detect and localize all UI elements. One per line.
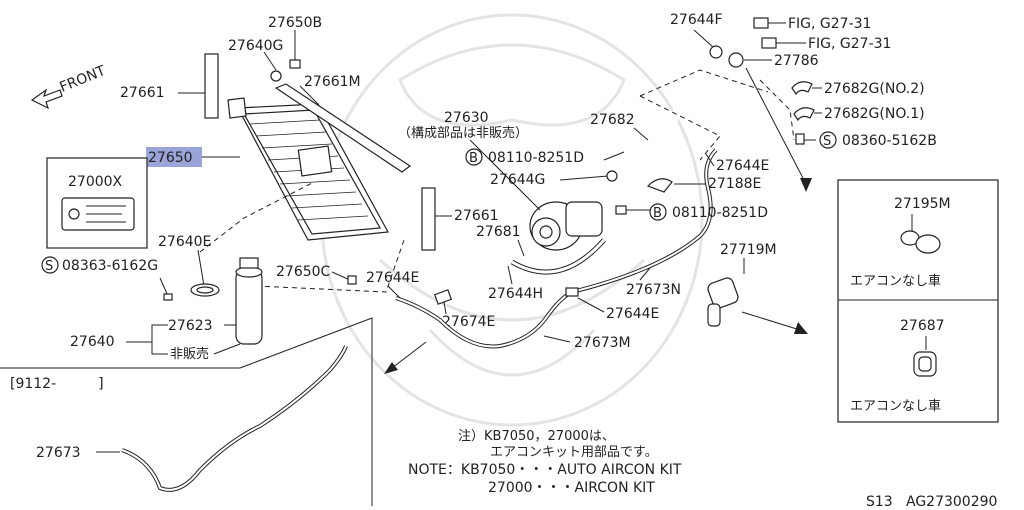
- arrow-icon-down-right: [745, 67, 812, 192]
- suction-hose-27681[interactable]: [510, 238, 606, 275]
- note-en-line2: 27000・・・AIRCON KIT: [488, 480, 655, 496]
- pipe-27673[interactable]: [121, 345, 348, 492]
- b-mark-bottom: B: [653, 206, 662, 221]
- pipe-27673n[interactable]: [571, 148, 718, 294]
- seal-strip-27661-mid[interactable]: [421, 187, 436, 251]
- callout-27719m: 27719M: [720, 242, 777, 258]
- callout-27000x: 27000X: [68, 174, 123, 190]
- callout-fig-2: FIG, G27-31: [808, 36, 891, 52]
- grommet-27687[interactable]: [913, 351, 937, 377]
- callout-08360-5162b: 08360-5162B: [842, 133, 937, 149]
- note-jp-line2: エアコンキット用部品です。: [490, 445, 658, 460]
- bolt-27650b[interactable]: [289, 30, 301, 69]
- callout-27661m: 27661M: [304, 74, 361, 90]
- footer-section: S13: [866, 494, 893, 510]
- callout-27673n: 27673N: [626, 282, 681, 298]
- b-mark-icon-top: [465, 148, 483, 166]
- fitting-fig2[interactable]: [761, 37, 777, 49]
- front-arrow-icon: [30, 88, 63, 110]
- fitting-fig1[interactable]: [753, 17, 769, 29]
- callout-27682g-no1: 27682G(NO.1): [824, 106, 925, 122]
- arrow-icon-down-left: [384, 341, 427, 374]
- bracket-27682g-no1[interactable]: [793, 107, 815, 122]
- bracket-27640e[interactable]: [190, 283, 220, 297]
- callout-27188e: 27188E: [708, 176, 761, 192]
- oring-27644g[interactable]: [606, 170, 618, 182]
- callout-27644e-low: 27644E: [606, 306, 659, 322]
- pipe-27673m[interactable]: [395, 290, 573, 349]
- callout-27650b: 27650B: [268, 15, 322, 31]
- inset-panel: [837, 179, 999, 423]
- front-label: FRONT: [58, 63, 109, 96]
- b-mark-top: B: [469, 151, 478, 166]
- callout-27661-top: 27661: [120, 85, 165, 101]
- callout-27682g-no2: 27682G(NO.2): [824, 81, 925, 97]
- callout-27650c: 27650C: [276, 264, 331, 280]
- callout-27786: 27786: [774, 53, 819, 69]
- callout-27673m: 27673M: [574, 335, 631, 351]
- callout-27195m: 27195M: [894, 196, 951, 212]
- cap-27195m[interactable]: [900, 230, 941, 254]
- callout-08110-bottom: 08110-8251D: [672, 205, 768, 221]
- nut-27640g[interactable]: [263, 51, 282, 82]
- bracket-27682g-no2[interactable]: [791, 81, 813, 96]
- bolt-08110-bottom[interactable]: [615, 205, 627, 215]
- valve-27786[interactable]: [728, 52, 744, 68]
- label-hihanbai: 非販売: [170, 346, 209, 362]
- clip-27674e[interactable]: [433, 289, 453, 305]
- callout-27623: 27623: [168, 318, 213, 334]
- oring-27644f[interactable]: [709, 45, 723, 59]
- seal-strip-27661-left[interactable]: [204, 53, 219, 119]
- callout-27644g: 27644G: [490, 172, 545, 188]
- note-jp-line1: 注）KB7050，27000は、: [458, 429, 615, 444]
- inset-divider: [0, 317, 373, 506]
- callout-fig-1: FIG, G27-31: [788, 16, 871, 32]
- callout-27674e: 27674E: [442, 314, 495, 330]
- condenser-part[interactable]: [227, 97, 389, 241]
- clip-27650c[interactable]: [347, 275, 357, 285]
- s-mark-08363: S: [45, 259, 53, 274]
- seal-strip-27661m[interactable]: [274, 83, 412, 173]
- callout-27644e-mid: 27644E: [366, 270, 419, 286]
- receiver-drier-27640[interactable]: [235, 257, 263, 345]
- discharge-hose-27682[interactable]: [617, 58, 723, 168]
- s-mark-icon: [41, 256, 59, 274]
- callout-27650-highlight: [146, 147, 202, 167]
- callout-27650[interactable]: 27650: [148, 150, 193, 166]
- callout-27644e-right: 27644E: [716, 158, 769, 174]
- callout-27681: 27681: [476, 224, 521, 240]
- callout-27644f: 27644F: [670, 12, 723, 28]
- grommet-27719m[interactable]: [706, 276, 739, 327]
- s-mark-08360: S: [823, 134, 831, 149]
- callout-27682: 27682: [590, 112, 635, 128]
- callout-27640e: 27640E: [158, 234, 211, 250]
- callout-08110-top: 08110-8251D: [488, 150, 584, 166]
- kit-label-icon: [61, 197, 135, 231]
- note-en-line1: NOTE：KB7050・・・AUTO AIRCON KIT: [408, 462, 682, 478]
- callout-27640: 27640: [70, 334, 115, 350]
- footer-diagram-id: AG27300290: [906, 494, 997, 510]
- callout-27630-note: （構成部品は非販売）: [398, 125, 528, 141]
- label-no-ac-2: エアコンなし車: [850, 399, 941, 414]
- callout-08363-6162g: 08363-6162G: [62, 258, 158, 274]
- compressor-27630[interactable]: [529, 201, 603, 251]
- screw-08360[interactable]: [795, 133, 805, 145]
- s-mark-icon-08360: [819, 131, 837, 149]
- callout-27644h: 27644H: [488, 286, 543, 302]
- screw-08363[interactable]: [163, 293, 173, 301]
- callout-27673: 27673: [36, 445, 81, 461]
- callout-27661-mid: 27661: [454, 208, 499, 224]
- arrow-icon-right: [741, 311, 808, 334]
- sensor-27188e[interactable]: [646, 178, 673, 193]
- oring-27644e-low[interactable]: [565, 287, 579, 297]
- b-mark-icon-bottom: [649, 203, 667, 221]
- callout-27640g: 27640G: [228, 38, 283, 54]
- label-no-ac-1: エアコンなし車: [850, 274, 941, 289]
- callout-27630: 27630: [444, 110, 489, 126]
- callout-27687: 27687: [900, 318, 945, 334]
- date-range: [9112- ]: [10, 376, 104, 392]
